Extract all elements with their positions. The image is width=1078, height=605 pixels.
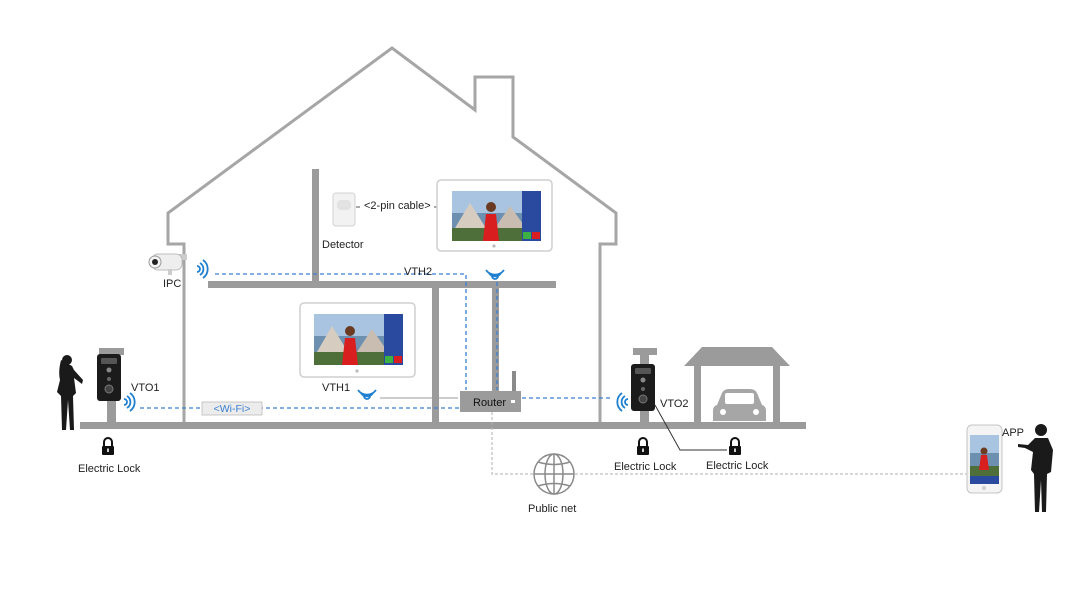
door-station-icon (97, 354, 121, 401)
electric-lock-left-label: Electric Lock (78, 463, 141, 475)
public-net-label: Public net (528, 503, 576, 515)
public-net-links (491, 412, 968, 475)
cable-label: <2-pin cable> (364, 200, 431, 212)
lock-icon (728, 437, 742, 456)
lock-icon (101, 437, 115, 456)
wifi-icon (357, 389, 377, 400)
lock-icon (636, 437, 650, 456)
camera-icon (148, 253, 187, 275)
electric-lock-right-label: Electric Lock (706, 460, 769, 472)
person-icon (1018, 424, 1053, 512)
vth1-label: VTH1 (322, 382, 350, 394)
phone-icon (966, 424, 1003, 494)
wifi-icon (196, 259, 209, 279)
wifi-label: <Wi-Fi> (201, 401, 263, 416)
vto2-lock-wire (654, 404, 727, 451)
door-station-icon (631, 364, 655, 411)
svg-text:<Wi-Fi>: <Wi-Fi> (214, 403, 251, 415)
carport (684, 347, 790, 423)
vth2-label: VTH2 (404, 266, 432, 278)
car-icon (713, 389, 766, 421)
person-icon (57, 355, 83, 430)
wifi-icon (485, 269, 505, 280)
network-links (140, 273, 612, 409)
router-label: Router (473, 397, 506, 409)
vth1-monitor (299, 302, 416, 378)
app-label: APP (1002, 427, 1024, 439)
vto1-label: VTO1 (131, 382, 160, 394)
vto2-label: VTO2 (660, 398, 689, 410)
house-outline (166, 46, 618, 426)
router-icon (460, 371, 521, 412)
vth2-monitor (436, 179, 553, 252)
wifi-icon (616, 392, 629, 412)
wifi-icon (123, 392, 136, 412)
electric-lock-mid-label: Electric Lock (614, 461, 677, 473)
globe-icon (533, 453, 575, 495)
detector-label: Detector (322, 239, 364, 251)
ipc-label: IPC (163, 278, 181, 290)
